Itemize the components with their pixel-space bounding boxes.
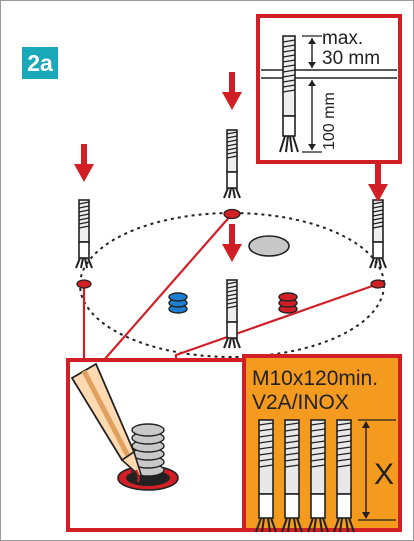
step-badge: 2a bbox=[22, 47, 58, 79]
anchor-bolt-left bbox=[75, 199, 93, 269]
arrow-right bbox=[368, 164, 388, 202]
spec-line-2: V2A/INOX bbox=[252, 391, 349, 414]
max-value-label: 30 mm bbox=[322, 48, 380, 69]
anchor-bolt-top bbox=[223, 129, 241, 199]
center-plate bbox=[248, 235, 290, 257]
spec-line-1: M10x120min. bbox=[252, 367, 378, 390]
arrow-bottom bbox=[222, 224, 242, 262]
depth-value-label: 100 mm bbox=[321, 92, 338, 150]
max-label: max. bbox=[322, 28, 363, 49]
tool-inset bbox=[66, 358, 256, 532]
anchor-bolt-bottom bbox=[223, 279, 241, 349]
depth-detail-inset bbox=[256, 14, 402, 164]
anchor-bolt-right bbox=[369, 199, 387, 269]
red-marker bbox=[278, 292, 298, 314]
arrow-left bbox=[74, 144, 94, 182]
dimension-x-label: X bbox=[374, 458, 394, 491]
arrow-top bbox=[222, 72, 242, 110]
blue-marker bbox=[168, 292, 188, 314]
step-label: 2a bbox=[27, 49, 53, 76]
spec-inset bbox=[242, 354, 402, 533]
